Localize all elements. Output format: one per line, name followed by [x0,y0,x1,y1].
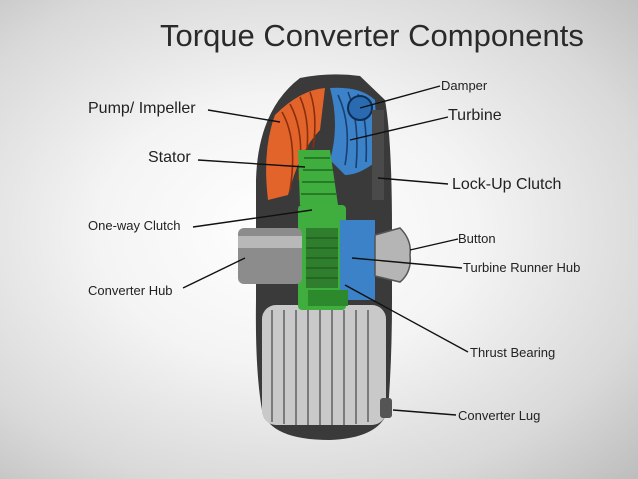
page-title: Torque Converter Components [160,18,584,53]
splines [306,237,338,279]
label-stator: Stator [148,149,191,166]
stator-shape [298,150,338,205]
label-converter-hub: Converter Hub [88,283,173,298]
label-turbine-runner-hub: Turbine Runner Hub [463,260,581,275]
label-button: Button [458,231,496,246]
label-damper: Damper [441,78,488,93]
label-one-way-clutch: One-way Clutch [88,218,181,233]
leader-lines [182,85,469,416]
impeller-shape [266,88,325,200]
converter-hub-highlight [238,236,302,248]
label-lock-up-clutch: Lock-Up Clutch [452,176,562,193]
stator-vanes [301,157,336,195]
thrust-bearing-shape [308,290,348,306]
converter-lug-shape [380,398,392,418]
label-pump-impeller: Pump/ Impeller [88,100,196,117]
label-turbine: Turbine [448,107,502,124]
label-converter-lug: Converter Lug [458,408,541,423]
label-thrust-bearing: Thrust Bearing [470,345,556,360]
lock-up-clutch-shape [372,110,384,200]
button-shape [374,227,412,283]
housing-ribs [271,310,369,425]
